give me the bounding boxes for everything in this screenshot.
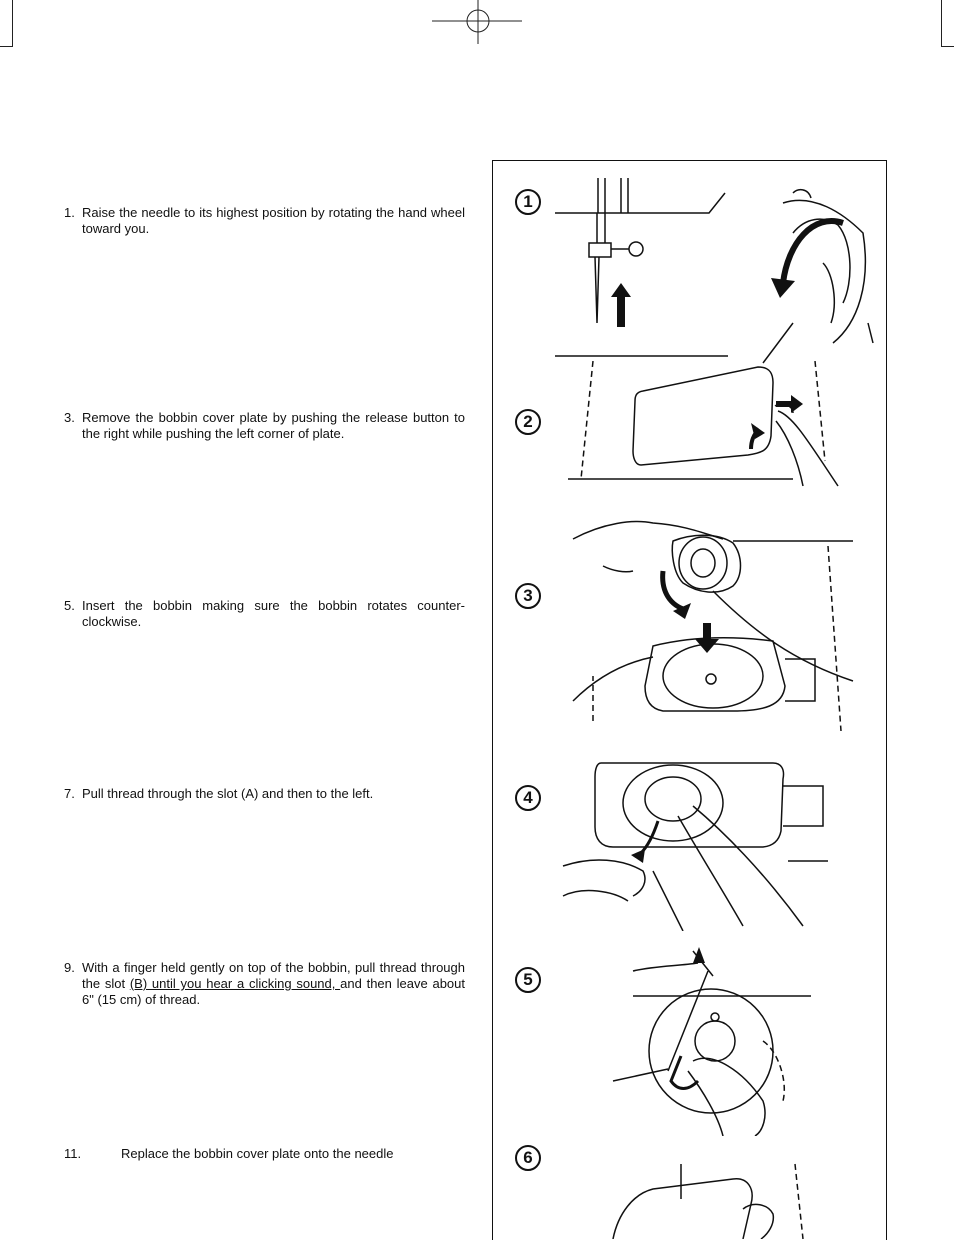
step-7: 7. Pull thread through the slot (A) and … (64, 786, 465, 802)
step-number: 3. (64, 410, 75, 425)
figure-6 (493, 1159, 886, 1239)
figure-label-6: 6 (515, 1145, 541, 1171)
figure-label-4: 4 (515, 785, 541, 811)
step-3: 3. Remove the bobbin cover plate by push… (64, 410, 465, 442)
step-number: 7. (64, 786, 75, 801)
step-number: 5. (64, 598, 75, 613)
step-1: 1. Raise the needle to its highest posit… (64, 205, 465, 237)
figure-label-5: 5 (515, 967, 541, 993)
step-text: Remove the bobbin cover plate by pushing… (82, 410, 465, 441)
crop-mark-right (941, 0, 942, 46)
crop-mark-right-tick (941, 46, 954, 47)
figure-3 (493, 511, 886, 736)
figure-label-2: 2 (515, 409, 541, 435)
step-9: 9. With a finger held gently on top of t… (64, 960, 465, 1008)
figure-4 (493, 751, 886, 931)
figure-label-1: 1 (515, 189, 541, 215)
step-5: 5. Insert the bobbin making sure the bob… (64, 598, 465, 630)
figure-2 (493, 361, 886, 501)
thread-slot-a-illustration (562, 762, 828, 931)
figure-5 (493, 941, 886, 1136)
illustration-panel: 1 2 (492, 160, 887, 1240)
step-text: Raise the needle to its highest position… (82, 205, 465, 236)
step-text-part: and then leave about 6" (15 cm) of threa… (82, 976, 466, 1007)
step-text: Insert the bobbin making sure the bobbin… (82, 598, 465, 629)
step-text: With a finger held gently on top of the … (64, 960, 465, 1008)
registration-mark-icon (432, 0, 522, 44)
step-text-underlined: (B) until you hear a clicking sound, (129, 976, 341, 991)
hand-wheel-rotation-illustration (555, 178, 874, 364)
thread-slot-b-illustration (612, 947, 811, 1136)
bobbin-insertion-illustration (572, 520, 854, 732)
step-11: 11. Replace the bobbin cover plate onto … (64, 1146, 465, 1162)
crop-mark-left (12, 0, 13, 46)
figure-label-3: 3 (515, 583, 541, 609)
crop-mark-left-tick (0, 46, 13, 47)
bobbin-cover-removal-illustration (568, 361, 839, 487)
step-text: Replace the bobbin cover plate onto the … (121, 1146, 394, 1161)
step-number: 11. (64, 1146, 82, 1161)
step-text: Pull thread through the slot (A) and the… (82, 786, 374, 801)
step-text-part: With a finger held gently on top of the … (82, 960, 465, 991)
cover-plate-replace-illustration (612, 1163, 804, 1239)
figure-1 (493, 173, 886, 368)
step-number: 1. (64, 205, 75, 220)
step-number: 9. (64, 960, 75, 975)
